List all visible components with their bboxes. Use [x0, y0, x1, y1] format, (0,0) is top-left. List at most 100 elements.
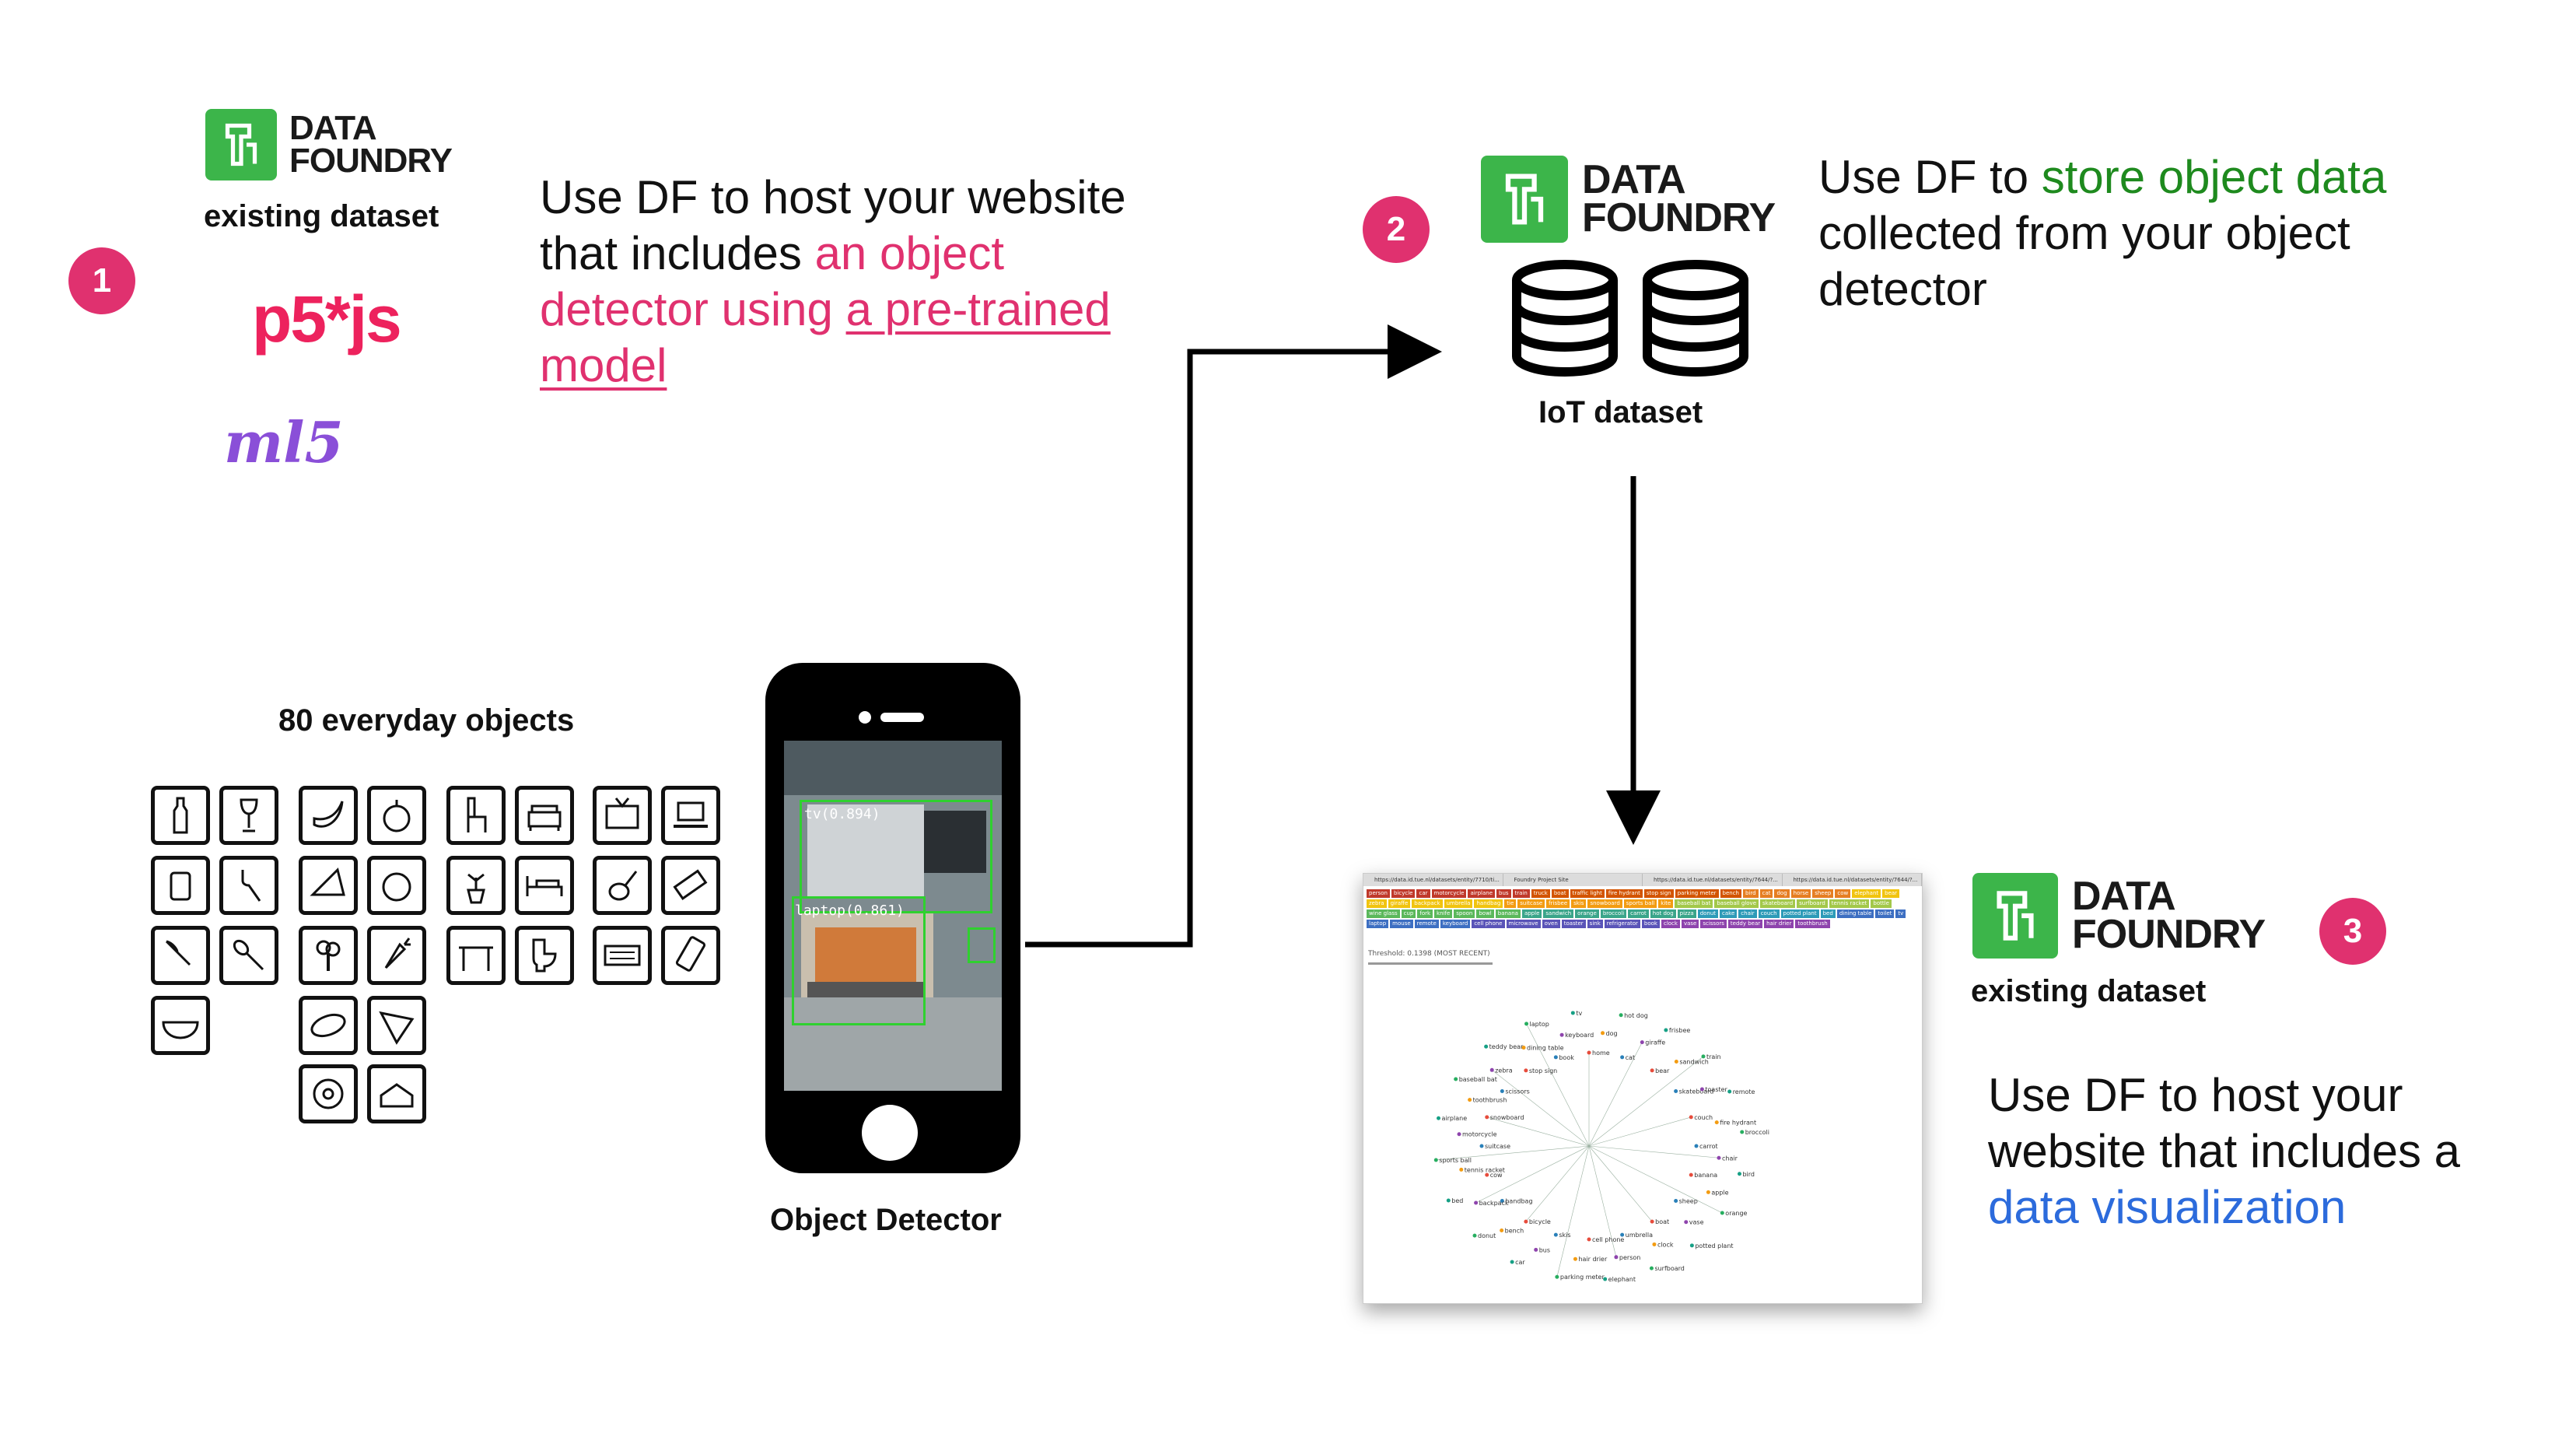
graph-node[interactable]: bed: [1446, 1197, 1464, 1204]
graph-node[interactable]: tv: [1570, 1010, 1583, 1017]
graph-node[interactable]: hair drier: [1573, 1256, 1608, 1263]
tag-chip[interactable]: handbag: [1474, 899, 1503, 908]
graph-node[interactable]: teddy bear: [1484, 1043, 1524, 1050]
tag-chip[interactable]: surfboard: [1797, 899, 1828, 908]
graph-node[interactable]: backpack: [1474, 1200, 1509, 1207]
graph-node[interactable]: stop sign: [1524, 1067, 1557, 1074]
graph-node[interactable]: scissors: [1500, 1088, 1530, 1095]
tag-chip[interactable]: bench: [1720, 889, 1741, 898]
tag-chip[interactable]: keyboard: [1440, 920, 1471, 928]
tag-chip[interactable]: bottle: [1871, 899, 1892, 908]
graph-node[interactable]: snowboard: [1485, 1114, 1524, 1121]
graph-node[interactable]: cell phone: [1587, 1236, 1625, 1243]
tag-chip[interactable]: bicycle: [1391, 889, 1416, 898]
graph-node[interactable]: zebra: [1489, 1067, 1513, 1074]
graph-node[interactable]: umbrella: [1620, 1232, 1653, 1239]
graph-node[interactable]: donut: [1472, 1232, 1496, 1239]
tag-chip[interactable]: airplane: [1468, 889, 1496, 898]
tag-chip[interactable]: skis: [1571, 899, 1587, 908]
tag-chip[interactable]: remote: [1414, 920, 1439, 928]
graph-node[interactable]: broccoli: [1740, 1129, 1769, 1136]
graph-node[interactable]: motorcycle: [1457, 1131, 1497, 1138]
tag-chip[interactable]: tennis racket: [1829, 899, 1870, 908]
graph-node[interactable]: bear: [1650, 1067, 1670, 1074]
graph-node[interactable]: skateboard: [1674, 1088, 1713, 1095]
graph-node[interactable]: remote: [1727, 1088, 1755, 1095]
tag-chip[interactable]: sink: [1587, 920, 1603, 928]
tag-chip[interactable]: cake: [1720, 910, 1738, 918]
tag-chip[interactable]: baseball glove: [1714, 899, 1759, 908]
tag-chip[interactable]: oven: [1542, 920, 1560, 928]
graph-node[interactable]: toothbrush: [1468, 1097, 1507, 1104]
graph-node[interactable]: car: [1510, 1259, 1526, 1266]
tag-chip[interactable]: couch: [1758, 910, 1780, 918]
tag-chip[interactable]: laptop: [1367, 920, 1389, 928]
tag-chip[interactable]: banana: [1495, 910, 1521, 918]
tag-chip[interactable]: bed: [1820, 910, 1836, 918]
tag-chip[interactable]: book: [1641, 920, 1660, 928]
tag-chip[interactable]: bus: [1496, 889, 1511, 898]
tag-chip[interactable]: refrigerator: [1604, 920, 1640, 928]
tag-chip[interactable]: horse: [1790, 889, 1811, 898]
graph-node[interactable]: sandwich: [1674, 1059, 1709, 1066]
graph-node[interactable]: bus: [1534, 1246, 1550, 1253]
graph-node[interactable]: dog: [1601, 1030, 1618, 1037]
graph-node[interactable]: potted plant: [1689, 1242, 1734, 1249]
tag-chip[interactable]: backpack: [1412, 899, 1443, 908]
tag-chip[interactable]: wine glass: [1367, 910, 1400, 918]
tag-chip[interactable]: tie: [1504, 899, 1517, 908]
tag-chip[interactable]: bowl: [1476, 910, 1494, 918]
tag-chip[interactable]: sports ball: [1623, 899, 1657, 908]
tag-chip[interactable]: teddy bear: [1727, 920, 1763, 928]
graph-node[interactable]: baseball bat: [1454, 1076, 1497, 1083]
pretrained-model-link-cont[interactable]: model: [540, 339, 667, 391]
graph-node[interactable]: book: [1553, 1054, 1574, 1061]
tag-chip[interactable]: motorcycle: [1431, 889, 1467, 898]
graph-node[interactable]: apple: [1706, 1189, 1729, 1196]
tag-chip[interactable]: car: [1416, 889, 1430, 898]
browser-tab[interactable]: https://data.id.tue.nl/datasets/entity/7…: [1363, 874, 1503, 886]
browser-tab[interactable]: https://data.id.tue.nl/datasets/entity/7…: [1643, 874, 1783, 886]
tag-chip[interactable]: broccoli: [1600, 910, 1627, 918]
graph-node[interactable]: home: [1587, 1050, 1610, 1057]
graph-node[interactable]: frisbee: [1664, 1027, 1690, 1034]
tag-chip[interactable]: knife: [1434, 910, 1453, 918]
tag-chip[interactable]: hot dog: [1650, 910, 1676, 918]
tag-chip[interactable]: cat: [1759, 889, 1773, 898]
tag-chip[interactable]: toaster: [1561, 920, 1586, 928]
graph-node[interactable]: boat: [1650, 1218, 1670, 1225]
graph-node[interactable]: dining table: [1521, 1045, 1564, 1052]
tag-chip[interactable]: scissors: [1700, 920, 1727, 928]
tag-chip[interactable]: fire hydrant: [1605, 889, 1643, 898]
tag-chip[interactable]: baseball bat: [1675, 899, 1713, 908]
tag-chip[interactable]: mouse: [1390, 920, 1413, 928]
tag-chip[interactable]: giraffe: [1388, 899, 1411, 908]
tag-chip[interactable]: cell phone: [1472, 920, 1505, 928]
graph-node[interactable]: train: [1701, 1053, 1721, 1060]
tag-chip[interactable]: cup: [1401, 910, 1416, 918]
tag-chip[interactable]: toilet: [1875, 910, 1895, 918]
tag-chip[interactable]: boat: [1551, 889, 1569, 898]
graph-node[interactable]: toaster: [1699, 1086, 1728, 1093]
tag-chip[interactable]: clock: [1661, 920, 1680, 928]
graph-node[interactable]: person: [1614, 1254, 1640, 1261]
tag-chip[interactable]: orange: [1575, 910, 1599, 918]
graph-node[interactable]: handbag: [1500, 1198, 1533, 1205]
tag-chip[interactable]: sheep: [1812, 889, 1834, 898]
tag-chip[interactable]: bear: [1882, 889, 1900, 898]
pretrained-model-link[interactable]: a pre-trained: [845, 283, 1111, 335]
tag-chip[interactable]: truck: [1531, 889, 1550, 898]
tag-chip[interactable]: bird: [1743, 889, 1759, 898]
tag-chip[interactable]: snowboard: [1587, 899, 1622, 908]
tag-chip[interactable]: zebra: [1367, 899, 1387, 908]
graph-node[interactable]: cow: [1485, 1172, 1503, 1179]
tag-chip[interactable]: carrot: [1628, 910, 1649, 918]
graph-node[interactable]: suitcase: [1479, 1143, 1511, 1150]
graph-node[interactable]: orange: [1720, 1210, 1748, 1217]
tag-chip[interactable]: stop sign: [1643, 889, 1674, 898]
graph-node[interactable]: fire hydrant: [1714, 1120, 1756, 1127]
graph-node[interactable]: bicycle: [1524, 1218, 1551, 1225]
tag-chip[interactable]: cow: [1835, 889, 1851, 898]
graph-node[interactable]: banana: [1689, 1172, 1718, 1179]
graph-node[interactable]: sheep: [1674, 1198, 1698, 1205]
